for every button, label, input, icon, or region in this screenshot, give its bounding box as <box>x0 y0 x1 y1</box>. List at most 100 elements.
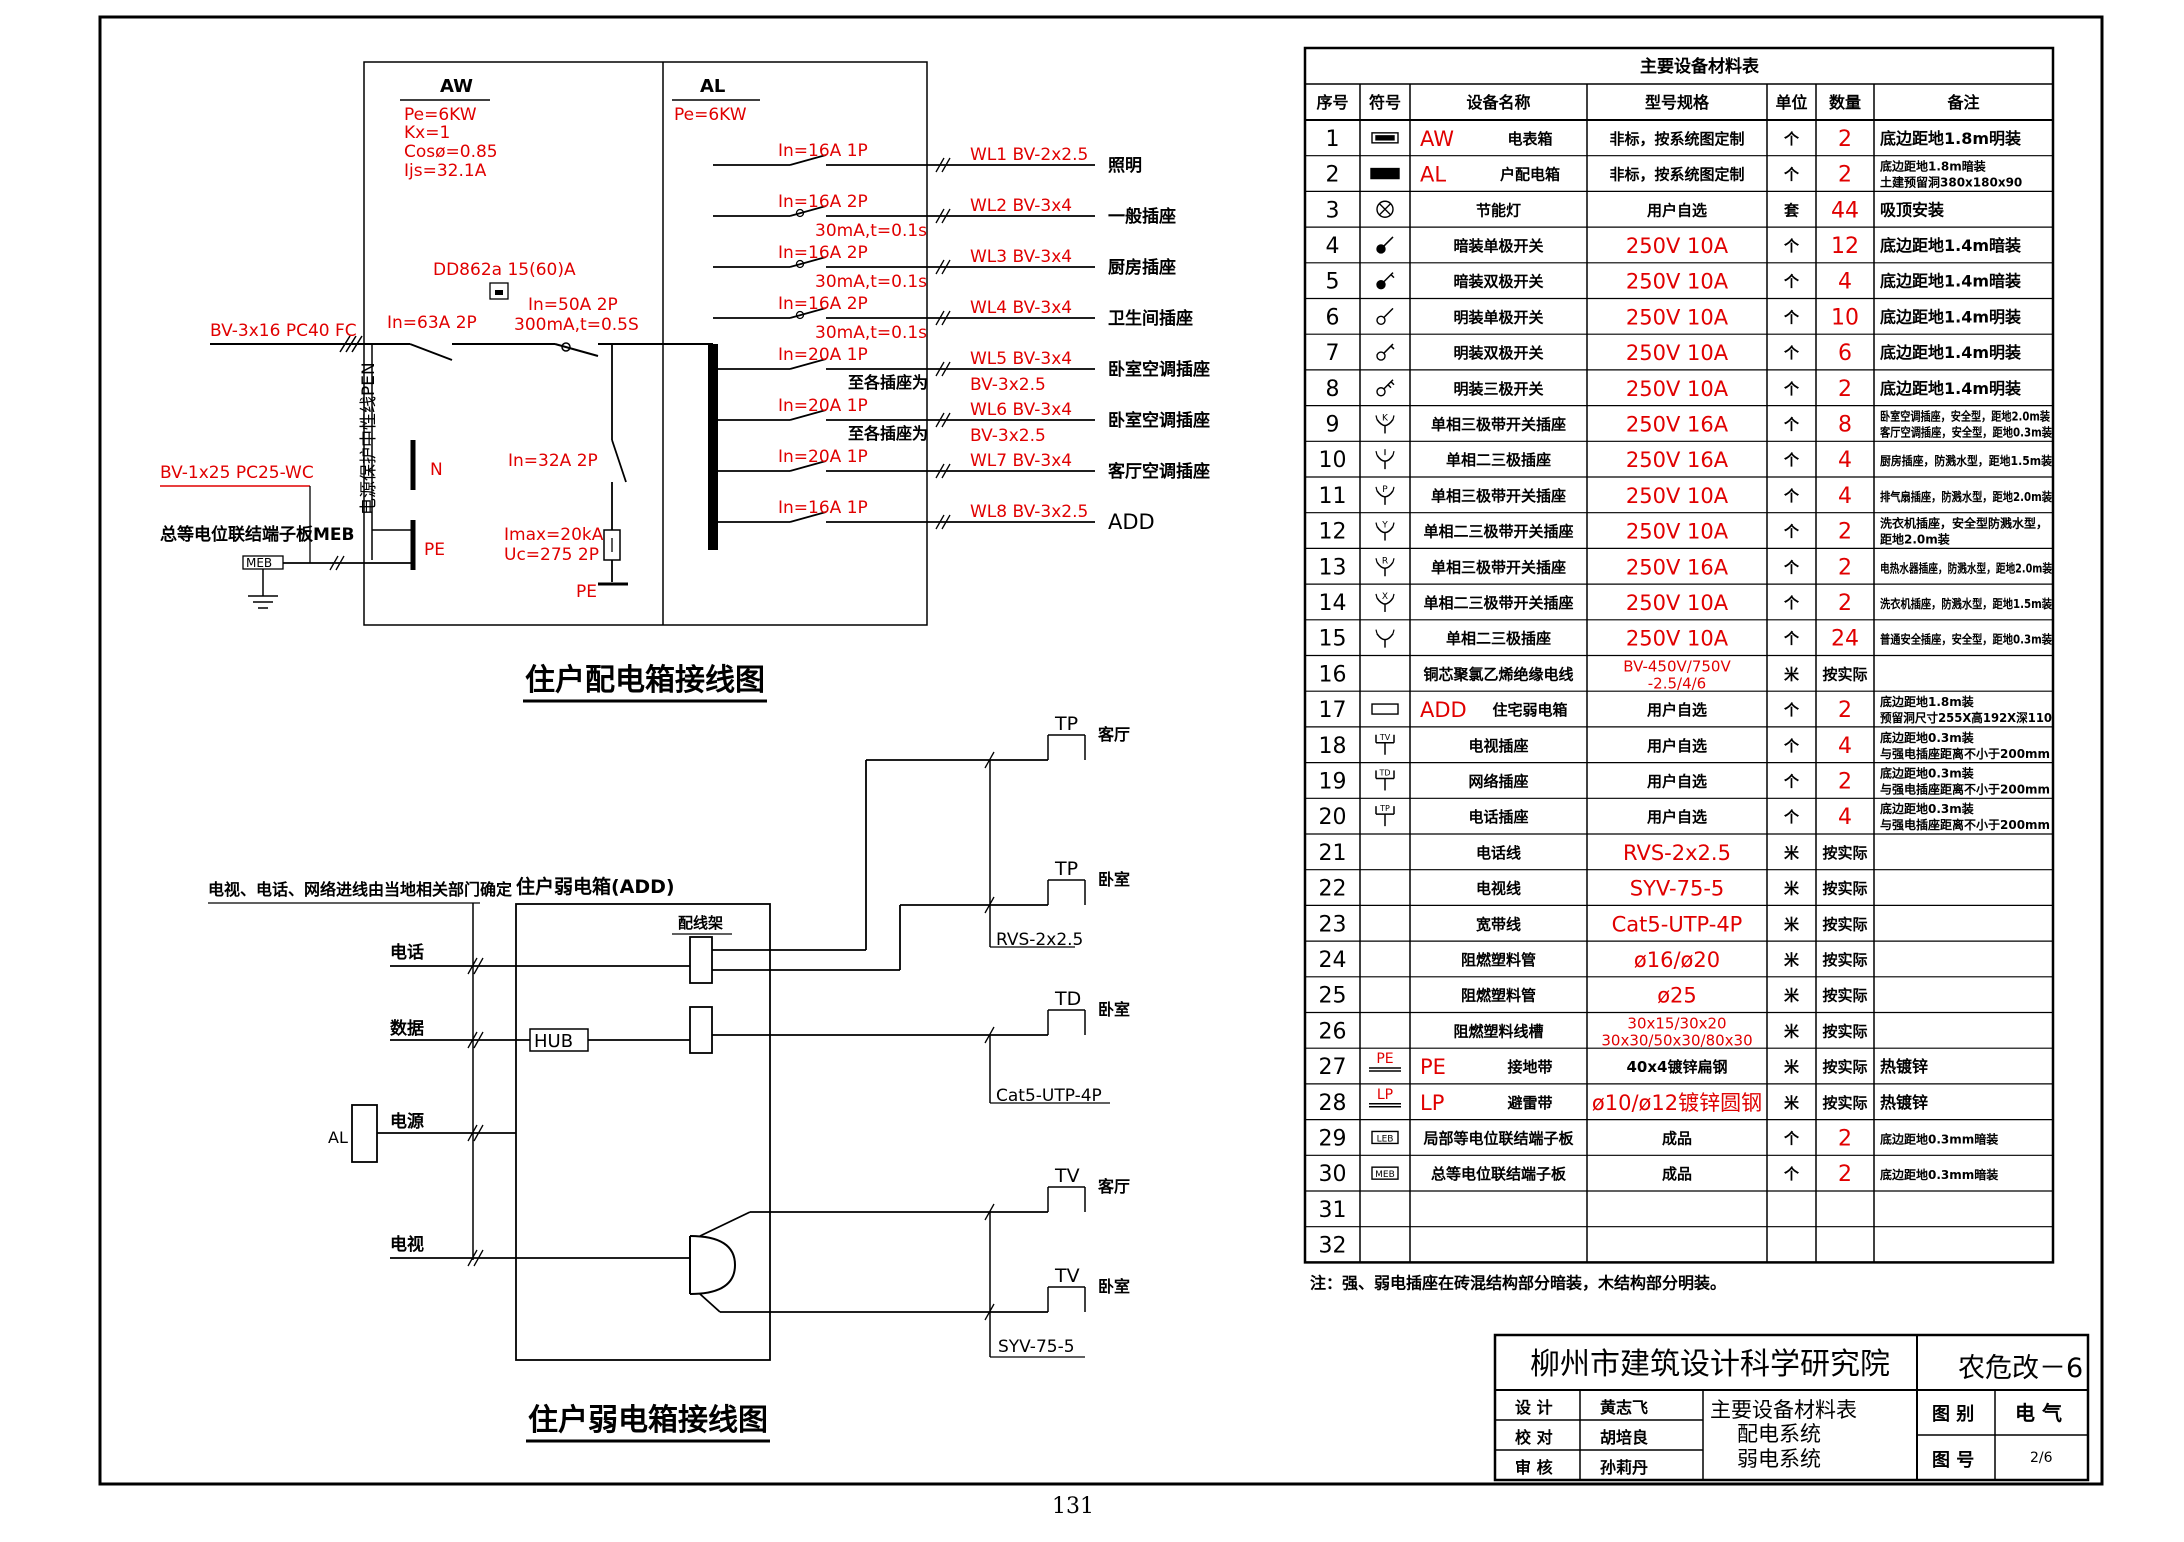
spec: 非标，按系统图定制 <box>1609 166 1744 184</box>
al-box <box>351 1104 378 1163</box>
lamp-symbol-icon <box>1376 200 1394 218</box>
circuit-note: 至各插座为 <box>848 373 928 392</box>
unit: 米 <box>1784 880 1800 898</box>
unit: 个 <box>1783 415 1800 433</box>
rcd-rating: In=50A 2P <box>528 295 618 315</box>
note: 底边距地1.8m明装 <box>1880 129 2021 148</box>
row-number: 23 <box>1319 912 1347 937</box>
svg-text:MEB: MEB <box>1375 1170 1395 1180</box>
row-number: 7 <box>1326 341 1340 366</box>
quantity: 按实际 <box>1822 1058 1867 1076</box>
row-number: 31 <box>1319 1198 1347 1223</box>
incoming-cable: BV-3x16 PC40 FC <box>210 321 357 341</box>
row-number: 13 <box>1319 555 1347 580</box>
main-breaker: In=63A 2P <box>387 313 477 333</box>
spd-imax: Imax=20kA <box>504 525 604 545</box>
note: 电热水器插座，防溅水型，距地2.0m装 <box>1880 560 2052 575</box>
circuit-load: 卧室空调插座 <box>1108 359 1210 380</box>
cable-tv: SYV-75-5 <box>998 1337 1075 1357</box>
circuit-breaker: In=16A 1P <box>778 141 868 161</box>
quantity: 2 <box>1838 591 1852 616</box>
circuit-wire-2: BV-3x2.5 <box>970 375 1046 395</box>
circuit-8: In=16A 1P WL8 BV-3x2.5 ADD <box>713 498 1155 534</box>
distribution-title: 住户配电箱接线图 <box>525 663 765 698</box>
quantity: 4 <box>1838 484 1852 509</box>
circuit-6: In=20A 1P 至各插座为 WL6 BV-3x4 BV-3x2.5 卧室空调… <box>713 396 1210 446</box>
spec: ø10/ø12镀锌圆钢 <box>1592 1091 1762 1115</box>
row-number: 10 <box>1319 448 1347 473</box>
svg-text:K: K <box>1382 413 1389 423</box>
circuit-wire: WL5 BV-3x4 <box>970 349 1072 369</box>
note: 底边距地0.3m装 <box>1880 765 1974 780</box>
spec: 250V 10A <box>1626 234 1729 258</box>
spec: 250V 10A <box>1626 484 1729 508</box>
tp-symbol-icon: TP <box>1375 804 1395 827</box>
outlet-tag: TP <box>1054 713 1078 735</box>
equipment-tag: LP <box>1420 1091 1444 1115</box>
circuit-breaker: In=16A 2P <box>778 243 868 263</box>
add-box <box>515 903 771 1361</box>
equipment-name: 单相二三极插座 <box>1446 451 1551 469</box>
note: 底边距地1.4m暗装 <box>1880 236 2021 255</box>
role-check: 校 对 <box>1515 1428 1553 1447</box>
unit: 个 <box>1783 487 1800 505</box>
row-number: 2 <box>1326 163 1340 188</box>
unit: 个 <box>1783 130 1800 148</box>
spec: 250V 10A <box>1626 341 1729 365</box>
circuit-rcd: 30mA,t=0.1s <box>815 272 927 292</box>
spd-breaker: In=32A 2P <box>508 451 598 471</box>
svg-text:TV: TV <box>1379 733 1391 742</box>
circuit-wire: WL1 BV-2x2.5 <box>970 145 1088 165</box>
row-number: 25 <box>1319 984 1347 1009</box>
note-2: 客厅空调插座，安全型，距地0.3m装 <box>1879 424 2052 439</box>
row-number: 9 <box>1326 412 1340 437</box>
cable-phone: RVS-2x2.5 <box>996 930 1083 950</box>
equipment-name: 单相三极带开关插座 <box>1431 558 1566 576</box>
note: 热镀锌 <box>1880 1093 1928 1112</box>
meb-box: MEB <box>246 556 272 570</box>
quantity: 按实际 <box>1822 665 1867 683</box>
spec: 250V 10A <box>1626 627 1729 651</box>
svg-text:LP: LP <box>1377 1087 1393 1103</box>
quantity: 12 <box>1831 234 1859 259</box>
table-header: 序号 <box>1316 93 1348 112</box>
circuit-wire: WL2 BV-3x4 <box>970 196 1072 216</box>
row-number: 21 <box>1319 841 1347 866</box>
category-value: 电 气 <box>2015 1401 2062 1425</box>
circuit-load: 客厅空调插座 <box>1107 461 1210 482</box>
sw2-symbol-icon <box>1376 272 1395 290</box>
spec: 250V 16A <box>1626 412 1729 436</box>
row-number: 19 <box>1319 769 1347 794</box>
equipment-name: 节能灯 <box>1476 201 1521 219</box>
outlet-room: 客厅 <box>1098 1177 1130 1196</box>
quantity: 44 <box>1831 198 1859 223</box>
note: 厨房插座，防溅水型，距地1.5m装 <box>1880 453 2052 468</box>
circuit-load: 卫生间插座 <box>1108 308 1193 329</box>
outlet-5: TV 卧室 <box>1047 1265 1130 1312</box>
row-number: 11 <box>1319 484 1347 509</box>
spec: 30x15/30x20 <box>1627 1014 1726 1032</box>
equipment-name: 电视线 <box>1476 880 1521 898</box>
circuit-breaker: In=20A 1P <box>778 396 868 416</box>
weak-note: 电视、电话、网络进线由当地相关部门确定 <box>208 880 512 899</box>
quantity: 2 <box>1838 520 1852 545</box>
materials-title: 主要设备材料表 <box>1640 56 1760 77</box>
quantity: 8 <box>1838 412 1852 437</box>
unit: 米 <box>1784 951 1800 969</box>
aw-ijs: Ijs=32.1A <box>404 161 487 181</box>
spec: 用户自选 <box>1647 201 1707 219</box>
note-2: 与强电插座距离不小于200mm <box>1880 746 2050 761</box>
equipment-name: 电话插座 <box>1468 808 1528 826</box>
sk-symbol-icon <box>1375 629 1395 648</box>
unit: 个 <box>1783 344 1800 362</box>
quantity: 按实际 <box>1822 987 1867 1005</box>
unit: 个 <box>1783 630 1800 648</box>
al-label: AL <box>700 76 725 97</box>
circuit-wire: WL8 BV-3x2.5 <box>970 502 1088 522</box>
aw-cos: Cosø=0.85 <box>404 142 498 162</box>
add-box-label: 住户弱电箱(ADD) <box>516 875 675 898</box>
table-header: 备注 <box>1946 93 1979 112</box>
unit: 米 <box>1784 987 1800 1005</box>
note: 底边距地1.4m明装 <box>1880 343 2021 362</box>
